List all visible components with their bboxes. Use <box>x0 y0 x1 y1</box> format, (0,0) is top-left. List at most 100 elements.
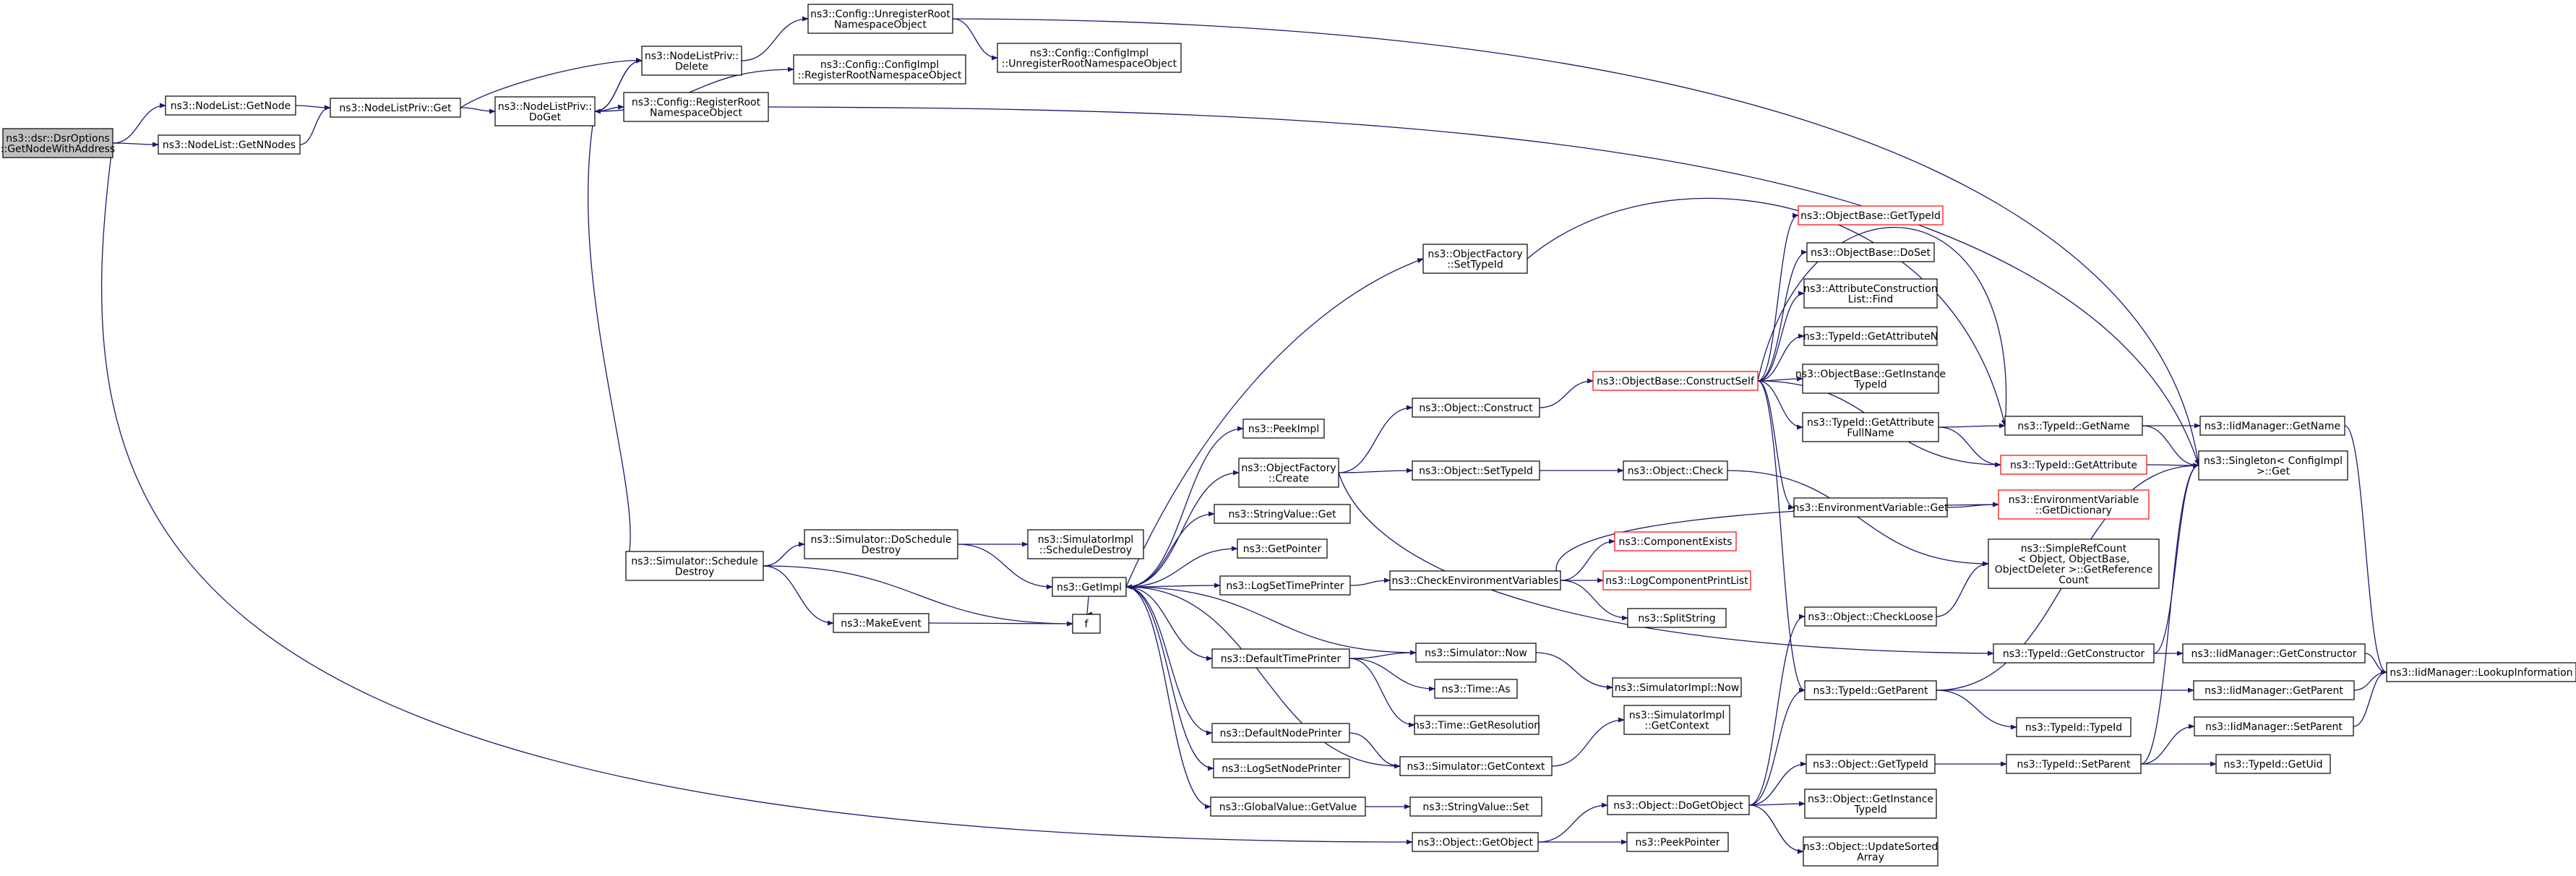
node-tid_getattribute[interactable]: ns3::TypeId::GetAttribute <box>2000 455 2147 475</box>
call-edge-ob_constructself-to-tid_getattributefullname <box>1757 380 1803 430</box>
node-sim_now[interactable]: ns3::Simulator::Now <box>1415 643 1537 663</box>
node-nl_getnnodes[interactable]: ns3::NodeList::GetNNodes <box>158 134 301 155</box>
node-tid_getattributen[interactable]: ns3::TypeId::GetAttributeN <box>1803 326 1938 346</box>
node-logcomponentprintlist[interactable]: ns3::LogComponentPrintList <box>1602 570 1751 591</box>
call-edge-getimpl-to-of_settypeid <box>1125 258 1424 588</box>
node-time_as[interactable]: ns3::Time::As <box>1434 679 1518 699</box>
node-simimpl_now[interactable]: ns3::SimulatorImpl::Now <box>1612 677 1742 697</box>
node-obj_checkloose[interactable]: ns3::Object::CheckLoose <box>1804 606 1937 627</box>
node-box <box>623 92 769 122</box>
node-defaulttimeprinter[interactable]: ns3::DefaultTimePrinter <box>1211 648 1350 669</box>
node-logsetnodeprinter[interactable]: ns3::LogSetNodePrinter <box>1213 758 1350 778</box>
call-edge-ob_constructself-to-tid_getname <box>1757 227 2009 426</box>
node-obj_construct[interactable]: ns3::Object::Construct <box>1412 398 1540 418</box>
node-tid_getuid[interactable]: ns3::TypeId::GetUid <box>2215 754 2331 774</box>
node-box <box>1798 205 1944 226</box>
node-obj_getobject[interactable]: ns3::Object::GetObject <box>1412 832 1539 852</box>
node-makeevent[interactable]: ns3::MakeEvent <box>833 613 929 633</box>
node-sim_getcontext[interactable]: ns3::Simulator::GetContext <box>1399 756 1553 776</box>
node-of_create[interactable]: ns3::ObjectFactory::Create <box>1238 458 1339 488</box>
node-nlp_doget[interactable]: ns3::NodeListPriv::DoGet <box>494 96 596 126</box>
node-time_getres[interactable]: ns3::Time::GetResolution <box>1413 715 1540 735</box>
node-logsettimeprinter[interactable]: ns3::LogSetTimePrinter <box>1219 575 1351 596</box>
node-iid_getparent[interactable]: ns3::IidManager::GetParent <box>2193 680 2355 700</box>
node-label: ns3::ObjectBase::GetInstance <box>1795 369 1946 380</box>
node-box <box>1415 643 1537 663</box>
node-box <box>165 95 296 116</box>
call-edge-sim_now-to-getimpl <box>1125 584 1417 653</box>
node-cfgimpl_unreg[interactable]: ns3::Config::ConfigImpl::UnregisterRootN… <box>997 43 1182 73</box>
node-obj_dogetobject[interactable]: ns3::Object::DoGetObject <box>1607 795 1750 815</box>
node-label: ns3::ComponentExists <box>1619 536 1733 548</box>
node-label: ns3::StringValue::Set <box>1422 802 1529 813</box>
node-root[interactable]: ns3::dsr::DsrOptions::GetNodeWithAddress <box>1 128 115 158</box>
node-envvar_get[interactable]: ns3::EnvironmentVariable::Get <box>1793 497 1949 518</box>
node-box <box>1623 705 1730 735</box>
node-f[interactable]: f <box>1072 614 1101 634</box>
node-checkenvvars[interactable]: ns3::CheckEnvironmentVariables <box>1389 570 1561 591</box>
node-obj_settypeid[interactable]: ns3::Object::SetTypeId <box>1412 460 1540 481</box>
node-nlp_get[interactable]: ns3::NodeListPriv::Get <box>330 98 461 118</box>
node-getimpl[interactable]: ns3::GetImpl <box>1052 577 1127 597</box>
node-label: ns3::Time::As <box>1441 684 1510 695</box>
node-label: ns3::NodeList::GetNNodes <box>163 139 296 151</box>
node-iid_getname[interactable]: ns3::IidManager::GetName <box>2199 416 2345 436</box>
node-peekpointer[interactable]: ns3::PeekPointer <box>1626 832 1729 852</box>
node-stringvalue_set[interactable]: ns3::StringValue::Set <box>1409 796 1542 817</box>
node-obj_gettypeid[interactable]: ns3::Object::GetTypeId <box>1806 754 1936 774</box>
node-cfg_unreg[interactable]: ns3::Config::UnregisterRootNamespaceObje… <box>807 4 953 34</box>
call-edge-makeevent-to-f <box>928 621 1073 627</box>
node-stringvalue_get[interactable]: ns3::StringValue::Get <box>1214 504 1351 524</box>
node-label: ns3::LogComponentPrintList <box>1605 575 1748 587</box>
node-obj_check[interactable]: ns3::Object::Check <box>1623 460 1728 481</box>
node-simplerefcount[interactable]: ns3::SimpleRefCount< Object, ObjectBase,… <box>1988 538 2160 589</box>
node-label: ns3::Time::GetResolution <box>1413 720 1540 731</box>
node-sim_schedule_destroy[interactable]: ns3::Simulator::ScheduleDestroy <box>625 551 764 581</box>
call-edge-sim_schedule_destroy-to-f <box>763 565 1073 627</box>
node-box <box>1626 832 1729 852</box>
node-of_settypeid[interactable]: ns3::ObjectFactory::SetTypeId <box>1422 244 1528 274</box>
node-tid_getname[interactable]: ns3::TypeId::GetName <box>2004 416 2143 436</box>
node-simimpl_getcontext[interactable]: ns3::SimulatorImpl::GetContext <box>1623 705 1730 735</box>
call-edge-sim_now-to-simimpl_now <box>1535 652 1613 690</box>
node-defaultnodeprinter[interactable]: ns3::DefaultNodePrinter <box>1211 723 1350 743</box>
node-cfg_reg[interactable]: ns3::Config::RegisterRootNamespaceObject <box>623 92 769 122</box>
node-ob_gettypeid[interactable]: ns3::ObjectBase::GetTypeId <box>1798 205 1944 226</box>
node-nlp_delete[interactable]: ns3::NodeListPriv::Delete <box>641 46 742 76</box>
node-nl_getnode[interactable]: ns3::NodeList::GetNode <box>165 95 296 116</box>
call-edge-of_create-to-tid_getconstructor <box>1338 472 1994 656</box>
node-iid_lookupinfo[interactable]: ns3::IidManager::LookupInformation <box>2386 662 2576 682</box>
node-iid_setparent[interactable]: ns3::IidManager::SetParent <box>2194 716 2354 737</box>
node-cfgimpl_reg[interactable]: ns3::Config::ConfigImpl::RegisterRootNam… <box>793 54 966 85</box>
node-componentexists[interactable]: ns3::ComponentExists <box>1614 531 1737 551</box>
node-ob_doset[interactable]: ns3::ObjectBase::DoSet <box>1806 242 1935 262</box>
node-singleton_get[interactable]: ns3::Singleton< ConfigImpl >::Get <box>2198 450 2348 481</box>
node-simimpl_schedule_destroy[interactable]: ns3::SimulatorImpl::ScheduleDestroy <box>1027 529 1144 559</box>
node-getpointer[interactable]: ns3::GetPointer <box>1237 538 1328 559</box>
node-iid_getconstructor[interactable]: ns3::IidManager::GetConstructor <box>2182 643 2366 664</box>
node-tid_typeid[interactable]: ns3::TypeId::TypeId <box>2016 717 2131 737</box>
node-label: ::Create <box>1268 473 1309 484</box>
call-edge-envvar_get-to-envvar_getdictionary <box>1946 502 1999 508</box>
node-box <box>1242 418 1325 439</box>
node-label: ns3::ObjectBase::ConstructSelf <box>1597 376 1755 387</box>
node-box <box>1803 326 1938 346</box>
node-peekimpl[interactable]: ns3::PeekImpl <box>1242 418 1325 439</box>
node-gv_getvalue[interactable]: ns3::GlobalValue::GetValue <box>1210 796 1366 817</box>
node-tid_getparent[interactable]: ns3::TypeId::GetParent <box>1804 680 1937 700</box>
node-tid_getconstructor[interactable]: ns3::TypeId::GetConstructor <box>1993 643 2155 664</box>
node-label: ns3::AttributeConstruction <box>1803 283 1937 295</box>
node-tid_setparent[interactable]: ns3::TypeId::SetParent <box>2006 754 2142 774</box>
node-envvar_getdictionary[interactable]: ns3::EnvironmentVariable::GetDictionary <box>1998 489 2150 520</box>
node-ob_constructself[interactable]: ns3::ObjectBase::ConstructSelf <box>1592 371 1759 391</box>
node-splitstring[interactable]: ns3::SplitString <box>1627 608 1727 628</box>
call-edge-getimpl-to-gv_getvalue <box>1125 586 1211 810</box>
call-edge-of_create-to-obj_construct <box>1338 405 1413 473</box>
